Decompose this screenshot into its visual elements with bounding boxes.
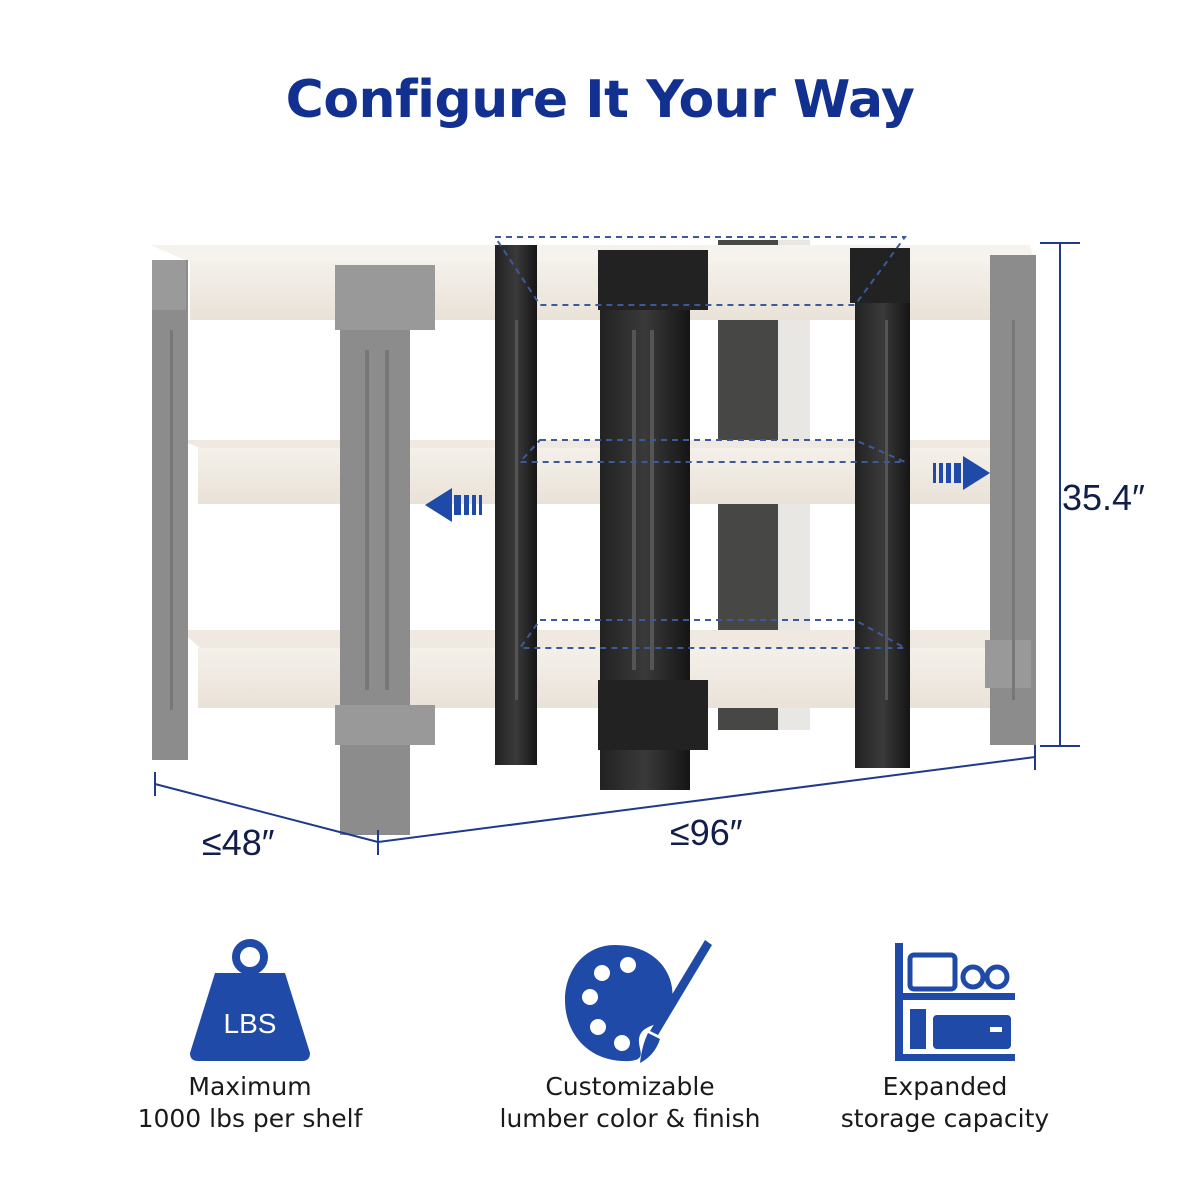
palette-brush-icon — [540, 935, 720, 1065]
feature-customizable: Customizable lumber color & finish — [450, 935, 810, 1135]
feature-storage-label: Expanded storage capacity — [840, 1072, 1050, 1133]
page-title: Configure It Your Way — [285, 70, 915, 130]
workbench-illustration — [150, 236, 1080, 855]
black-legs — [495, 245, 910, 790]
dimension-lines — [154, 242, 1080, 855]
weight-lbs-icon: LBS — [160, 935, 340, 1065]
depth-dimension: ≤48″ — [202, 822, 275, 863]
arrow-left-icon — [425, 488, 482, 522]
left-grey-legs — [152, 260, 435, 835]
feature-weight: LBS Maximum 1000 lbs per shelf — [70, 935, 430, 1135]
right-grey-leg — [985, 255, 1036, 745]
feature-storage: Expanded storage capacity — [765, 935, 1125, 1135]
height-dimension: 35.4″ — [1062, 477, 1145, 518]
arrow-right-icon — [933, 456, 990, 490]
svg-text:LBS: LBS — [224, 1008, 277, 1039]
feature-weight-label: Maximum 1000 lbs per shelf — [137, 1072, 363, 1133]
width-dimension: ≤96″ — [670, 812, 743, 853]
module-outline — [493, 236, 909, 649]
feature-customizable-label: Customizable lumber color & finish — [499, 1072, 761, 1133]
storage-shelf-icon — [855, 935, 1035, 1065]
